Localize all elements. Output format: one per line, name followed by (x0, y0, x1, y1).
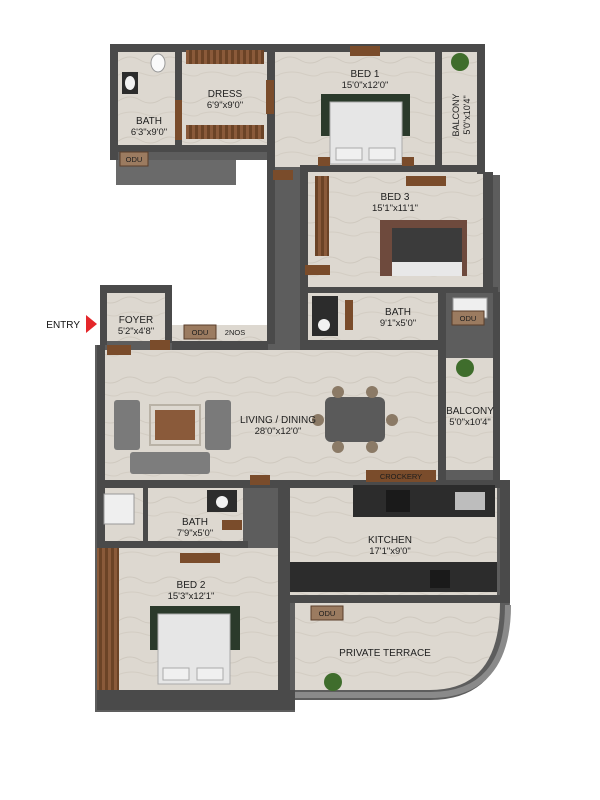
balcony-top-dim: 5'0"x10'4" (462, 95, 472, 134)
bed3-name: BED 3 (381, 192, 410, 203)
bed1-dim: 15'0"x12'0" (342, 80, 389, 91)
bath-low-name: BATH (182, 517, 208, 528)
balcony-top-name: BALCONY (451, 93, 461, 136)
two-nos-label: 2NOS (225, 328, 245, 337)
living-name: LIVING / DINING (240, 415, 316, 426)
walls (97, 44, 510, 710)
dress-wardrobe (186, 50, 264, 139)
terrace-plant (324, 673, 342, 691)
living-sofas (114, 400, 231, 474)
terrace-name: PRIVATE TERRACE (339, 648, 431, 659)
dress-dim: 6'9"x9'0" (207, 100, 243, 111)
kitchen-counters (290, 485, 497, 592)
bath-low-fixtures (103, 490, 237, 525)
foyer-dim: 5'2"x4'8" (118, 326, 154, 337)
bed2-name: BED 2 (177, 580, 206, 591)
balcony-mid-plant (456, 359, 474, 377)
kitchen-dim: 17'1"x9'0" (369, 546, 411, 557)
bed1-furniture (318, 46, 414, 166)
bed2-furniture (97, 548, 240, 690)
bath-mid-name: BATH (385, 307, 411, 318)
bed2-dim: 15'3"x12'1" (168, 591, 215, 602)
terrace-rail (295, 604, 511, 698)
foyer-name: FOYER (119, 315, 153, 326)
entry-label: ENTRY (46, 320, 80, 331)
bath-top-fixtures (122, 53, 166, 94)
odu-label-terrace: ODU (319, 609, 336, 618)
dress-name: DRESS (208, 89, 243, 100)
bath-mid-dim: 9'1"x5'0" (380, 318, 416, 329)
entry-arrow-icon (86, 315, 97, 333)
living-dim: 28'0"x12'0" (255, 426, 302, 437)
crockery-unit (366, 470, 436, 482)
bed1-name: BED 1 (351, 69, 380, 80)
bath-low-dim: 7'9"x5'0" (177, 528, 213, 539)
bath-top-name: BATH (136, 116, 162, 127)
doors (107, 80, 353, 530)
crockery-label: CROCKERY (380, 472, 422, 481)
balcony-mid-dim: 5'0"x10'4" (449, 417, 491, 428)
balcony-top-plant (451, 53, 469, 71)
odu-units (119, 151, 485, 621)
bath-top-dim: 6'3"x9'0" (131, 127, 167, 138)
odu-label-foyer: ODU (192, 328, 209, 337)
bed3-dim: 15'1"x11'1" (372, 203, 418, 214)
kitchen-name: KITCHEN (368, 535, 412, 546)
odu-label-bath: ODU (460, 314, 477, 323)
odu-label-top: ODU (126, 155, 143, 164)
dining-set (312, 386, 398, 453)
balcony-mid-name: BALCONY (446, 406, 494, 417)
bed3-furniture (315, 176, 467, 276)
